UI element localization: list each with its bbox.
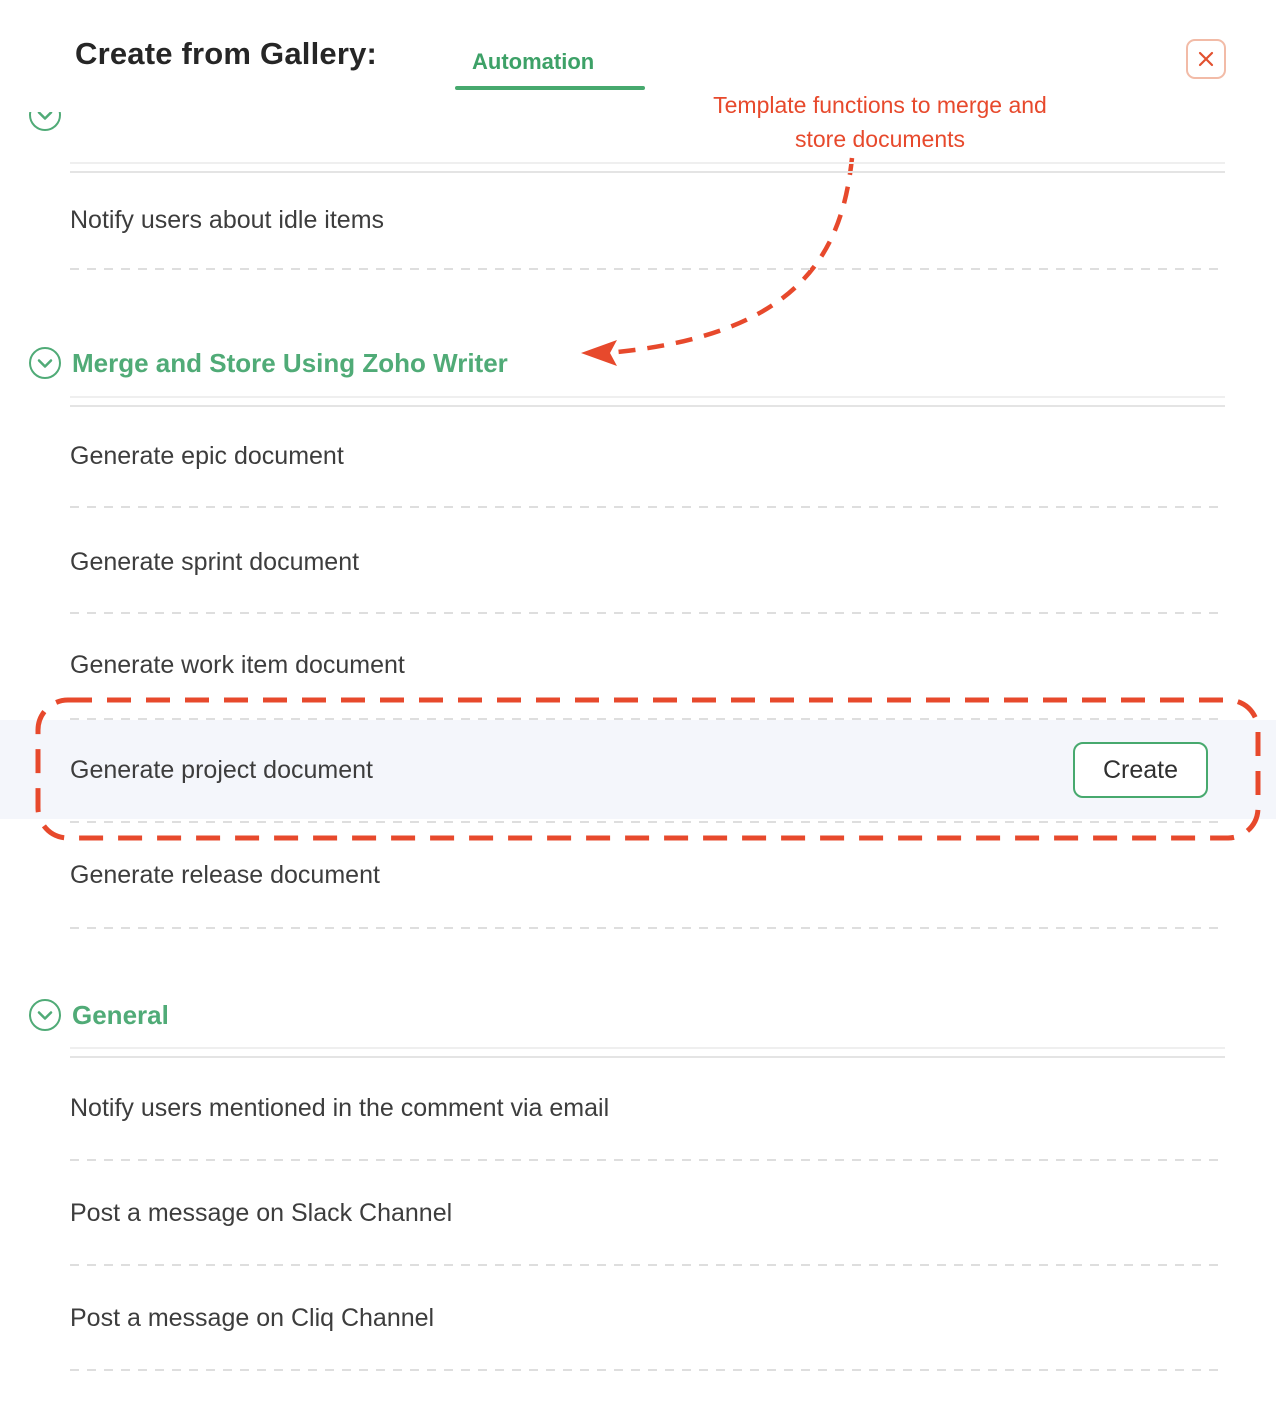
item-divider xyxy=(70,268,1225,270)
annotation-arrow xyxy=(581,157,855,366)
list-item-generate-epic-document[interactable]: Generate epic document xyxy=(70,442,344,470)
section-title: General xyxy=(72,999,169,1030)
close-button[interactable] xyxy=(1186,39,1226,79)
section-divider xyxy=(70,1047,1225,1058)
chevron-circle-icon[interactable] xyxy=(28,346,62,380)
list-item-notify-idle-items[interactable]: Notify users about idle items xyxy=(70,206,385,234)
item-divider xyxy=(70,821,1225,823)
dialog-title: Create from Gallery: xyxy=(75,36,378,71)
list-item-generate-project-document[interactable]: Generate project document xyxy=(70,756,373,784)
item-divider xyxy=(70,718,1225,720)
item-divider xyxy=(70,1264,1225,1266)
tab-automation[interactable]: Automation xyxy=(472,49,595,74)
annotation-line2: store documents xyxy=(794,126,966,152)
item-divider xyxy=(70,612,1225,614)
highlight-dashed-box xyxy=(35,697,1261,841)
close-icon xyxy=(1198,51,1214,67)
annotation-note: Template functions to merge and store do… xyxy=(640,88,1120,156)
annotation-line1: Template functions to merge and xyxy=(713,92,1047,118)
section-header-general[interactable]: General xyxy=(28,998,169,1032)
list-item-notify-users-mentioned[interactable]: Notify users mentioned in the comment vi… xyxy=(70,1094,610,1122)
item-divider xyxy=(70,927,1225,929)
highlighted-row-background xyxy=(0,720,1276,819)
section-header-merge-and-store[interactable]: Merge and Store Using Zoho Writer xyxy=(28,346,508,380)
item-divider xyxy=(70,1159,1225,1161)
list-item-generate-work-item-document[interactable]: Generate work item document xyxy=(70,651,405,679)
list-item-post-cliq-channel[interactable]: Post a message on Cliq Channel xyxy=(70,1304,435,1332)
item-divider xyxy=(70,506,1225,508)
list-item-post-slack-channel[interactable]: Post a message on Slack Channel xyxy=(70,1199,453,1227)
tab-active-underline xyxy=(455,86,645,90)
list-item-generate-release-document[interactable]: Generate release document xyxy=(70,861,380,889)
section-title: Merge and Store Using Zoho Writer xyxy=(72,347,508,378)
section-divider xyxy=(70,396,1225,407)
chevron-circle-icon[interactable] xyxy=(28,998,62,1032)
item-divider xyxy=(70,1369,1225,1371)
create-button[interactable]: Create xyxy=(1073,742,1208,798)
list-item-generate-sprint-document[interactable]: Generate sprint document xyxy=(70,548,360,576)
section-chevron-circle-icon-clipped[interactable] xyxy=(28,112,66,158)
section-divider xyxy=(70,162,1225,173)
